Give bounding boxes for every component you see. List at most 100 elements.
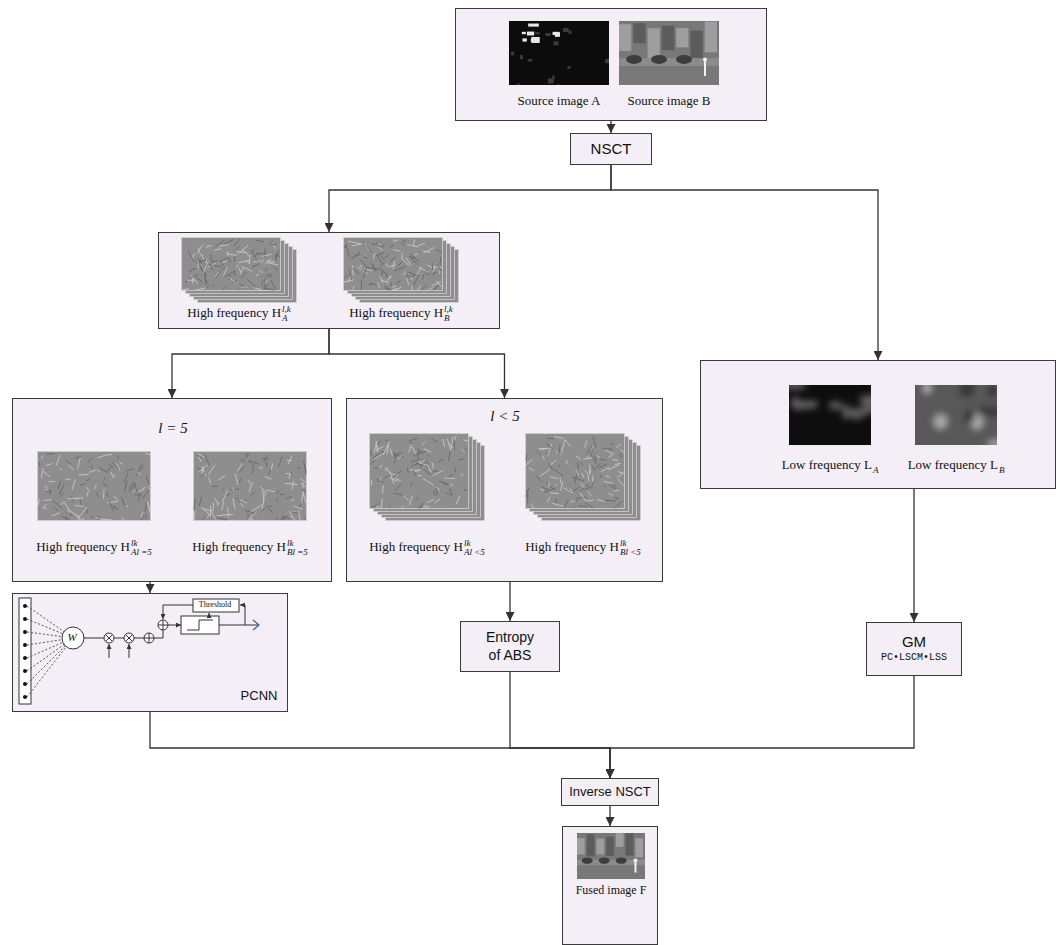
drawing-part: [268, 469, 271, 475]
drawing-part: [933, 413, 948, 429]
drawing-part: [605, 59, 609, 63]
drawing-part: [268, 506, 272, 507]
drawing-part: [465, 448, 468, 451]
drawing-part: [395, 484, 402, 490]
box-label: Entropy of ABS: [486, 629, 534, 663]
drawing-part: [240, 460, 245, 462]
drawing-part: [265, 477, 272, 479]
drawing-part: [618, 472, 624, 474]
drawing-part: [23, 682, 27, 686]
drawing-part: [423, 479, 434, 486]
drawing-part: [440, 481, 448, 485]
drawing-part: [97, 455, 106, 458]
drawing-part: [27, 606, 64, 632]
drawing-part: [373, 451, 384, 457]
drawing-part: [389, 478, 398, 482]
drawing-part: [550, 493, 559, 494]
index-stack: A: [873, 458, 879, 475]
drawing-part: [562, 440, 565, 452]
drawing-part: [249, 461, 251, 464]
drawing-part: [241, 503, 244, 508]
drawing-part: [303, 493, 306, 503]
drawing-part: [133, 490, 135, 492]
drawing-part: [564, 500, 568, 508]
drawing-part: [52, 500, 62, 508]
subscript: A: [873, 466, 879, 475]
pcnn-panel: PCNN: [12, 593, 288, 712]
drawing-part: [589, 465, 591, 474]
drawing-part: [433, 470, 444, 475]
drawing-part: [135, 494, 142, 495]
drawing-part: [417, 450, 419, 458]
drawing-part: [94, 485, 96, 490]
drawing-part: [66, 460, 71, 464]
drawing-part: [390, 472, 393, 484]
drawing-part: [242, 249, 249, 257]
drawing-part: [570, 489, 573, 494]
drawing-part: [27, 644, 64, 671]
drawing-part: [97, 469, 100, 472]
caption-text: Source image A: [517, 93, 600, 108]
drawing-part: [433, 491, 435, 496]
drawing-part: [212, 285, 215, 286]
drawing-part: [383, 444, 388, 455]
subscript: Bl =5: [287, 548, 308, 557]
drawing-part: [236, 265, 238, 268]
drawing-part: [987, 407, 997, 417]
drawing-part: [372, 265, 374, 268]
drawing-part: [196, 277, 202, 282]
drawing-part: [546, 443, 553, 449]
drawing-part: [249, 482, 253, 492]
drawing-part: [415, 470, 420, 472]
drawing-part: [124, 472, 128, 482]
drawing-part: [268, 274, 272, 276]
drawing-part: [23, 669, 27, 673]
drawing-part: [27, 640, 62, 645]
drawing-part: [388, 277, 392, 279]
drawing-part: [67, 510, 68, 513]
drawing-part: [42, 507, 47, 509]
drawing-part: [38, 499, 39, 505]
drawing-part: [55, 508, 59, 512]
drawing-part: [552, 75, 554, 79]
drawing-part: [436, 250, 442, 252]
drawing-part: [789, 385, 807, 390]
drawing-part: [618, 479, 624, 486]
drawing-part: [86, 492, 88, 496]
drawing-part: [603, 484, 605, 487]
drawing-part: [138, 493, 140, 501]
drawing-part: [528, 24, 539, 27]
connector-arrow: [610, 676, 914, 778]
drawing-part: [234, 271, 236, 276]
drawing-part: [212, 260, 218, 261]
drawing-part: [241, 272, 247, 278]
drawing-part: [109, 644, 110, 658]
drawing-part: [599, 857, 610, 863]
drawing-part: [145, 454, 150, 455]
drawing-part: [288, 455, 292, 463]
index-stack: l,kB: [444, 305, 453, 323]
drawing-part: [348, 241, 360, 244]
drawing-part: [432, 282, 441, 286]
caption-text: l < 5: [490, 408, 519, 424]
drawing-part: [676, 55, 692, 64]
drawing-part: [531, 504, 533, 508]
drawing-part: [554, 437, 564, 439]
drawing-part: [406, 274, 410, 275]
drawing-part: [593, 436, 597, 448]
drawing-part: [613, 490, 619, 492]
text-group: High frequency HlkAl =5: [36, 539, 152, 557]
drawing-part: [363, 271, 369, 274]
drawing-part: [100, 519, 111, 520]
box-label: GM: [902, 633, 926, 650]
drawing-part: [616, 833, 624, 847]
drawing-part: [542, 487, 549, 489]
drawing-part: [23, 604, 27, 608]
connector-arrow: [611, 165, 878, 360]
drawing-part: [68, 465, 74, 470]
drawing-part: [553, 41, 558, 45]
drawing-part: [418, 507, 420, 508]
drawing-part: [222, 267, 225, 269]
drawing-part: [27, 642, 63, 658]
drawing-part: [217, 518, 227, 520]
